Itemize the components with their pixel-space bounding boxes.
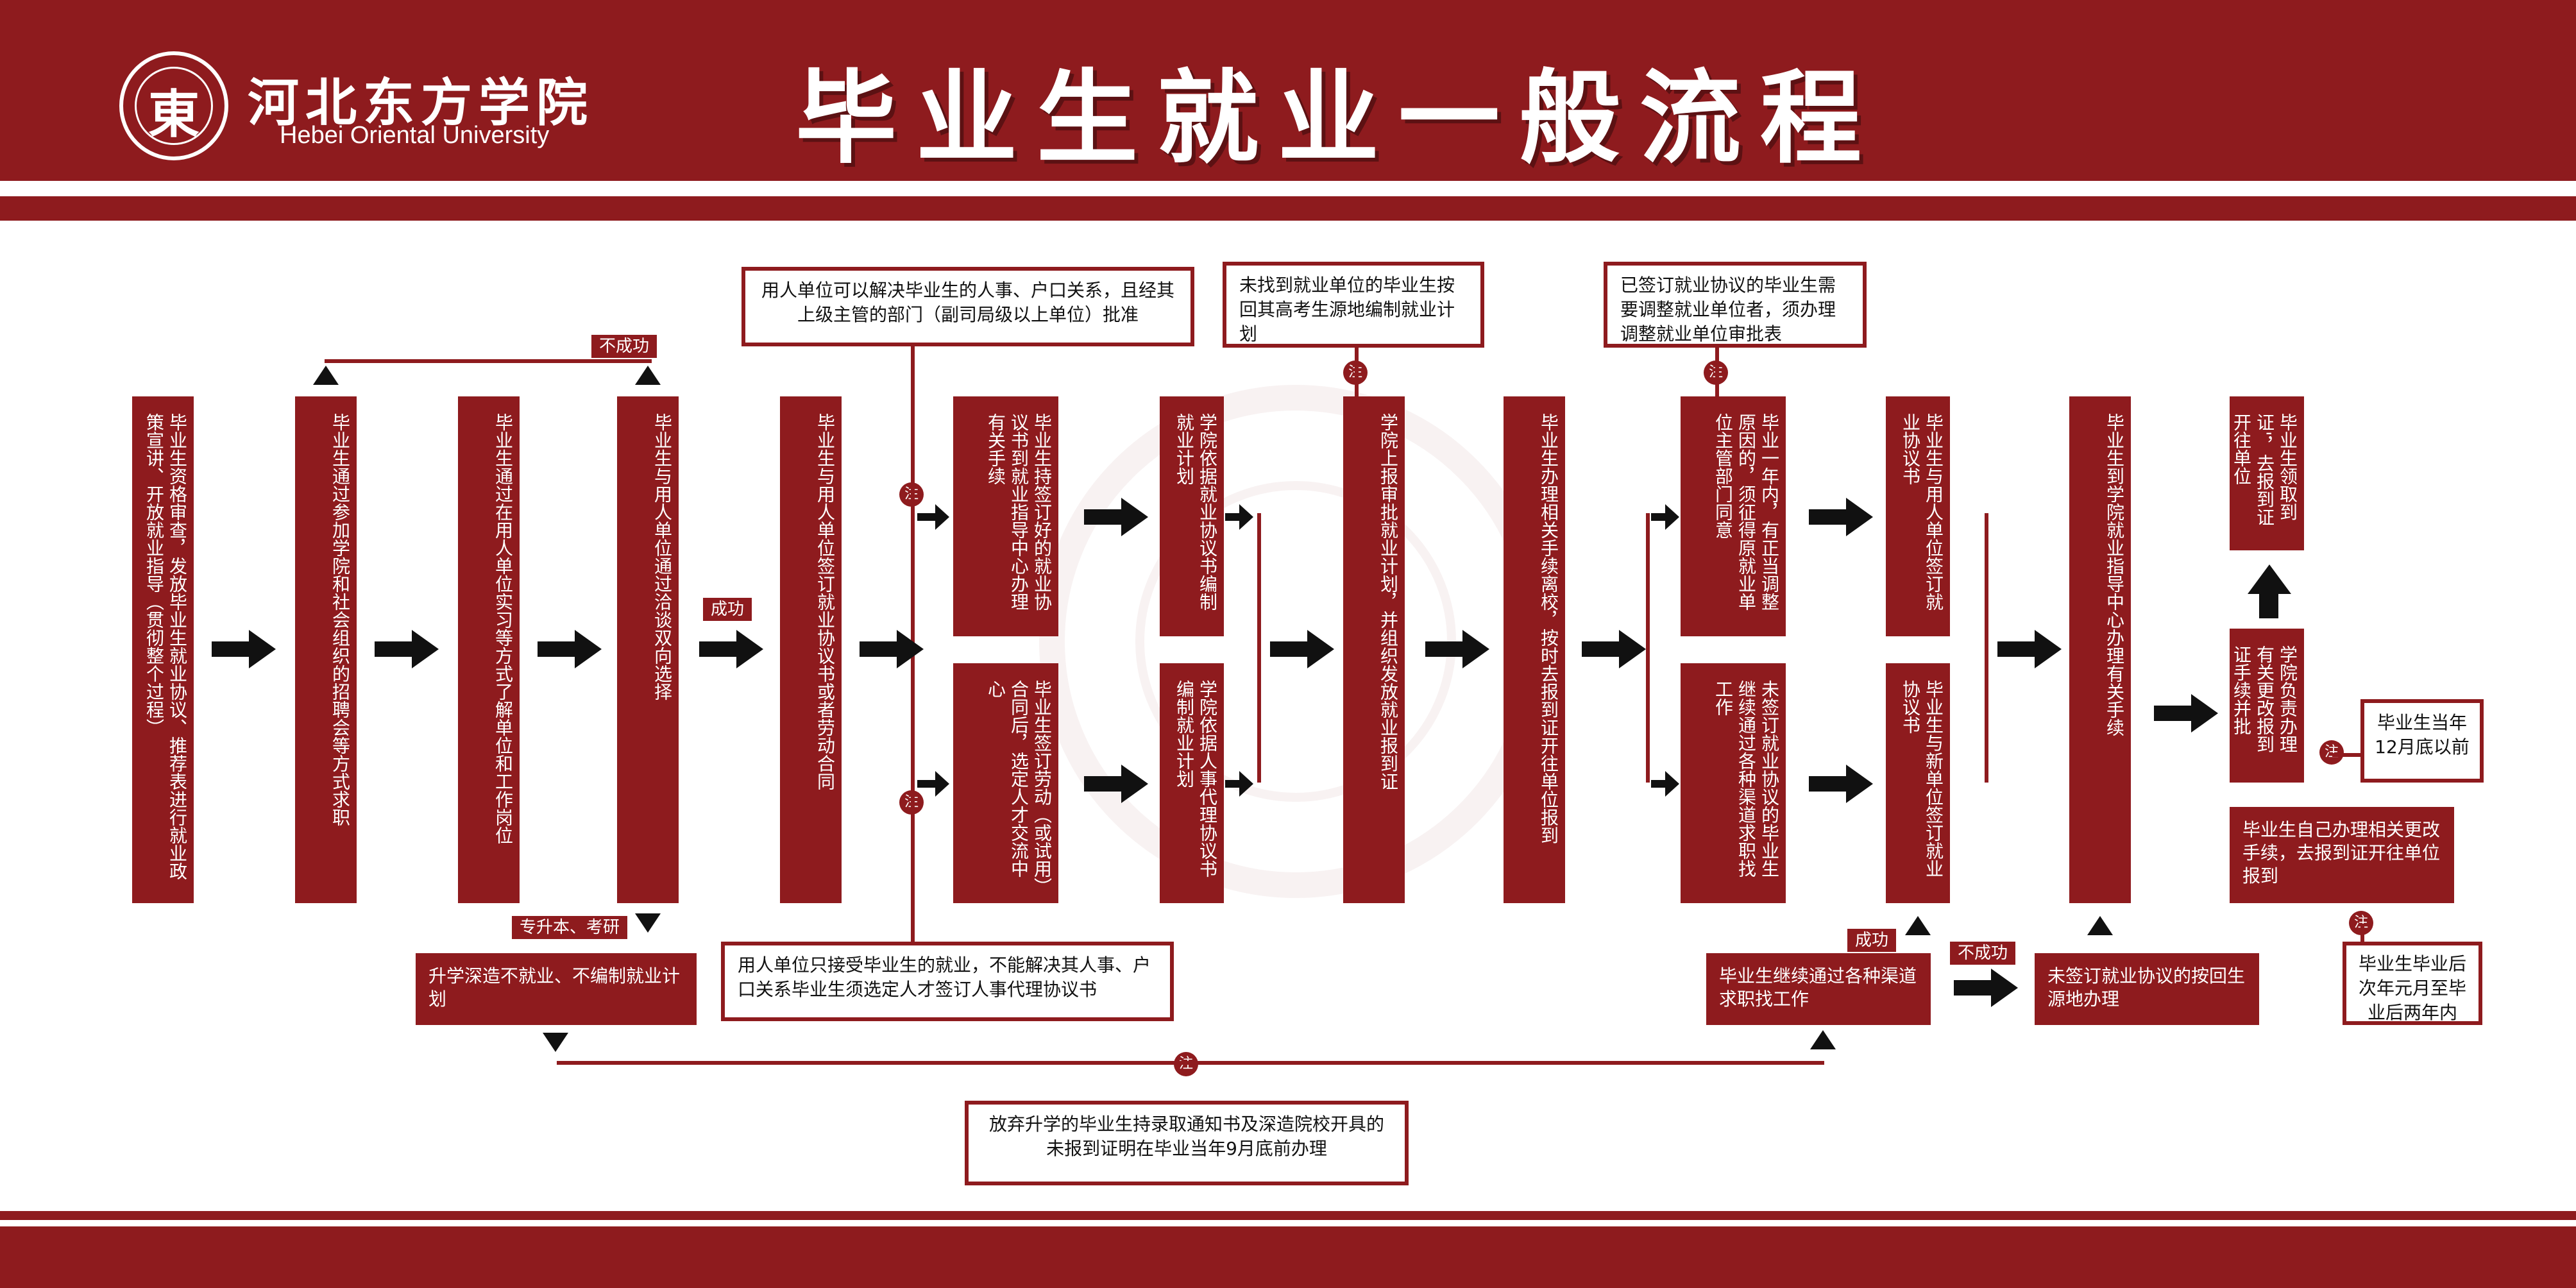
note-give-up-study: 放弃升学的毕业生持录取通知书及深造院校开具的未报到证明在毕业当年9月底前办理 (965, 1101, 1409, 1185)
connector-line (557, 1061, 1824, 1065)
step-adjust-unit: 毕业一年内，有正当调整原因的，须征得原就业单位主管部门同意 (1681, 396, 1786, 636)
step-leave-school: 毕业生办理相关手续离校，按时去报到证开往单位报到 (1504, 396, 1565, 903)
step-office-procedure: 毕业生到学院就业指导中心办理有关手续 (2069, 396, 2131, 903)
step-continue-job-hunting: 毕业生继续通过各种渠道求职找工作 (1706, 953, 1931, 1025)
step-plan-by-agency: 学院依据人事代理协议书编制就业计划 (1160, 663, 1224, 903)
connector-line (1257, 513, 1261, 783)
tag-success: 成功 (703, 598, 752, 621)
note-within-two-years: 毕业生毕业后次年元月至毕业后两年内 (2343, 942, 2482, 1025)
arrow-small-right-icon (1651, 771, 1683, 797)
header-band (0, 0, 2576, 181)
arrow-right-icon (1997, 630, 2062, 668)
arrow-right-icon (1425, 630, 1489, 668)
arrow-up-icon (2087, 916, 2113, 935)
arrow-small-right-icon (1225, 771, 1257, 797)
connector-line (2360, 924, 2364, 943)
arrow-small-right-icon (917, 504, 949, 530)
step-mutual-selection: 毕业生与用人单位通过洽谈双向选择 (617, 396, 679, 903)
connector-line (1646, 513, 1650, 783)
arrow-right-icon (1809, 765, 1873, 803)
arrow-right-icon (538, 630, 602, 668)
step-internship: 毕业生通过在用人单位实习等方式了解单位和工作岗位 (458, 396, 520, 903)
school-seal-icon: 東 (119, 51, 228, 160)
note-mark: 注 (2349, 911, 2373, 935)
tag-fail-2: 不成功 (1950, 942, 2016, 965)
connector-line (325, 359, 652, 363)
connector-line (1715, 346, 1719, 396)
step-sign-with-new-unit: 毕业生与新单位签订就业协议书 (1886, 663, 1950, 903)
arrow-up-icon (1810, 1030, 1836, 1049)
arrow-right-icon (1954, 969, 2018, 1007)
arrow-up-icon (1905, 916, 1931, 935)
step-plan-by-agreement: 学院依据就业协议书编制就业计划 (1160, 396, 1224, 636)
arrow-right-icon (1582, 630, 1646, 668)
arrow-small-right-icon (1651, 504, 1683, 530)
arrow-up-large-shaft (2259, 593, 2278, 618)
arrow-right-icon (1084, 765, 1148, 803)
step-qualification: 毕业生资格审查，发放毕业生就业协议、推荐表进行就业政策宣讲、开放就业指导（贯彻整… (132, 396, 194, 903)
connector-line (1355, 346, 1359, 396)
step-receive-certificate: 毕业生领取到证'，去报到证开往单位 (2230, 396, 2304, 550)
step-self-change: 毕业生自己办理相关更改手续，去报到证开往单位报到 (2230, 807, 2454, 903)
page-title: 毕业生就业一般流程 (795, 59, 1881, 178)
step-agreement-procedure: 毕业生持签订好的就业协议书到就业指导中心办理有关手续 (953, 396, 1058, 636)
step-sign-agreement: 毕业生与用人单位签订就业协议书或者劳动合同 (780, 396, 842, 903)
note-mark: 注 (2319, 740, 2344, 765)
note-adjust-form: 已签订就业协议的毕业生需要调整就业单位者，须办理调整就业单位审批表 (1604, 262, 1867, 348)
arrow-right-icon (2154, 694, 2218, 733)
connector-line (2332, 753, 2360, 757)
step-college-change: 学院负责办理有关更改报到证手续并批 (2230, 629, 2304, 783)
step-continue-search: 未签订就业协议的毕业生继续通过各种渠道求职找工作 (1681, 663, 1786, 903)
school-name-en: Hebei Oriental University (280, 122, 550, 149)
header-stripe (0, 196, 2576, 221)
arrow-right-icon (375, 630, 439, 668)
step-job-fair: 毕业生通过参加学院和社会组织的招聘会等方式求职 (295, 396, 357, 903)
tag-success-2: 成功 (1847, 929, 1897, 952)
arrow-small-right-icon (1225, 504, 1257, 530)
note-employment-only: 用人单位只接受毕业生的就业，不能解决其人事、户口关系毕业生须选定人才签订人事代理… (721, 942, 1174, 1021)
arrow-right-icon (699, 630, 763, 668)
arrow-up-icon (635, 366, 661, 385)
arrow-down-icon (635, 913, 661, 933)
step-further-study: 升学深造不就业、不编制就业计划 (416, 953, 697, 1025)
step-sign-with-unit: 毕业生与用人单位签订就业协议书 (1886, 396, 1950, 636)
connector-line (1985, 513, 1988, 783)
step-labor-contract: 毕业生签订劳动（或试用）合同后，选定人才交流中心 (953, 663, 1058, 903)
arrow-right-icon (212, 630, 276, 668)
arrow-right-icon (1270, 630, 1334, 668)
arrow-down-icon (543, 1033, 568, 1052)
arrow-small-right-icon (917, 771, 949, 797)
note-before-december: 毕业生当年12月底以前 (2360, 699, 2484, 783)
tag-fail: 不成功 (591, 335, 657, 358)
step-submit-plan: 学院上报审批就业计划，并组织发放就业报到证 (1343, 396, 1405, 903)
tag-upgrade: 专升本、考研 (512, 916, 628, 939)
footer-stripe (0, 1211, 2576, 1220)
arrow-up-large-icon (2248, 564, 2291, 594)
footer-band (0, 1226, 2576, 1288)
arrow-right-icon (860, 630, 924, 668)
arrow-right-icon (1809, 498, 1873, 536)
arrow-up-icon (313, 366, 339, 385)
step-back-to-origin: 未签订就业协议的按回生源地办理 (2035, 953, 2259, 1025)
note-personnel-relations: 用人单位可以解决毕业生的人事、户口关系，且经其上级主管的部门（副司局级以上单位）… (741, 267, 1194, 346)
note-no-unit: 未找到就业单位的毕业生按回其高考生源地编制就业计划 (1223, 262, 1484, 348)
school-name-cn: 河北东方学院 (248, 72, 594, 133)
arrow-right-icon (1084, 498, 1148, 536)
